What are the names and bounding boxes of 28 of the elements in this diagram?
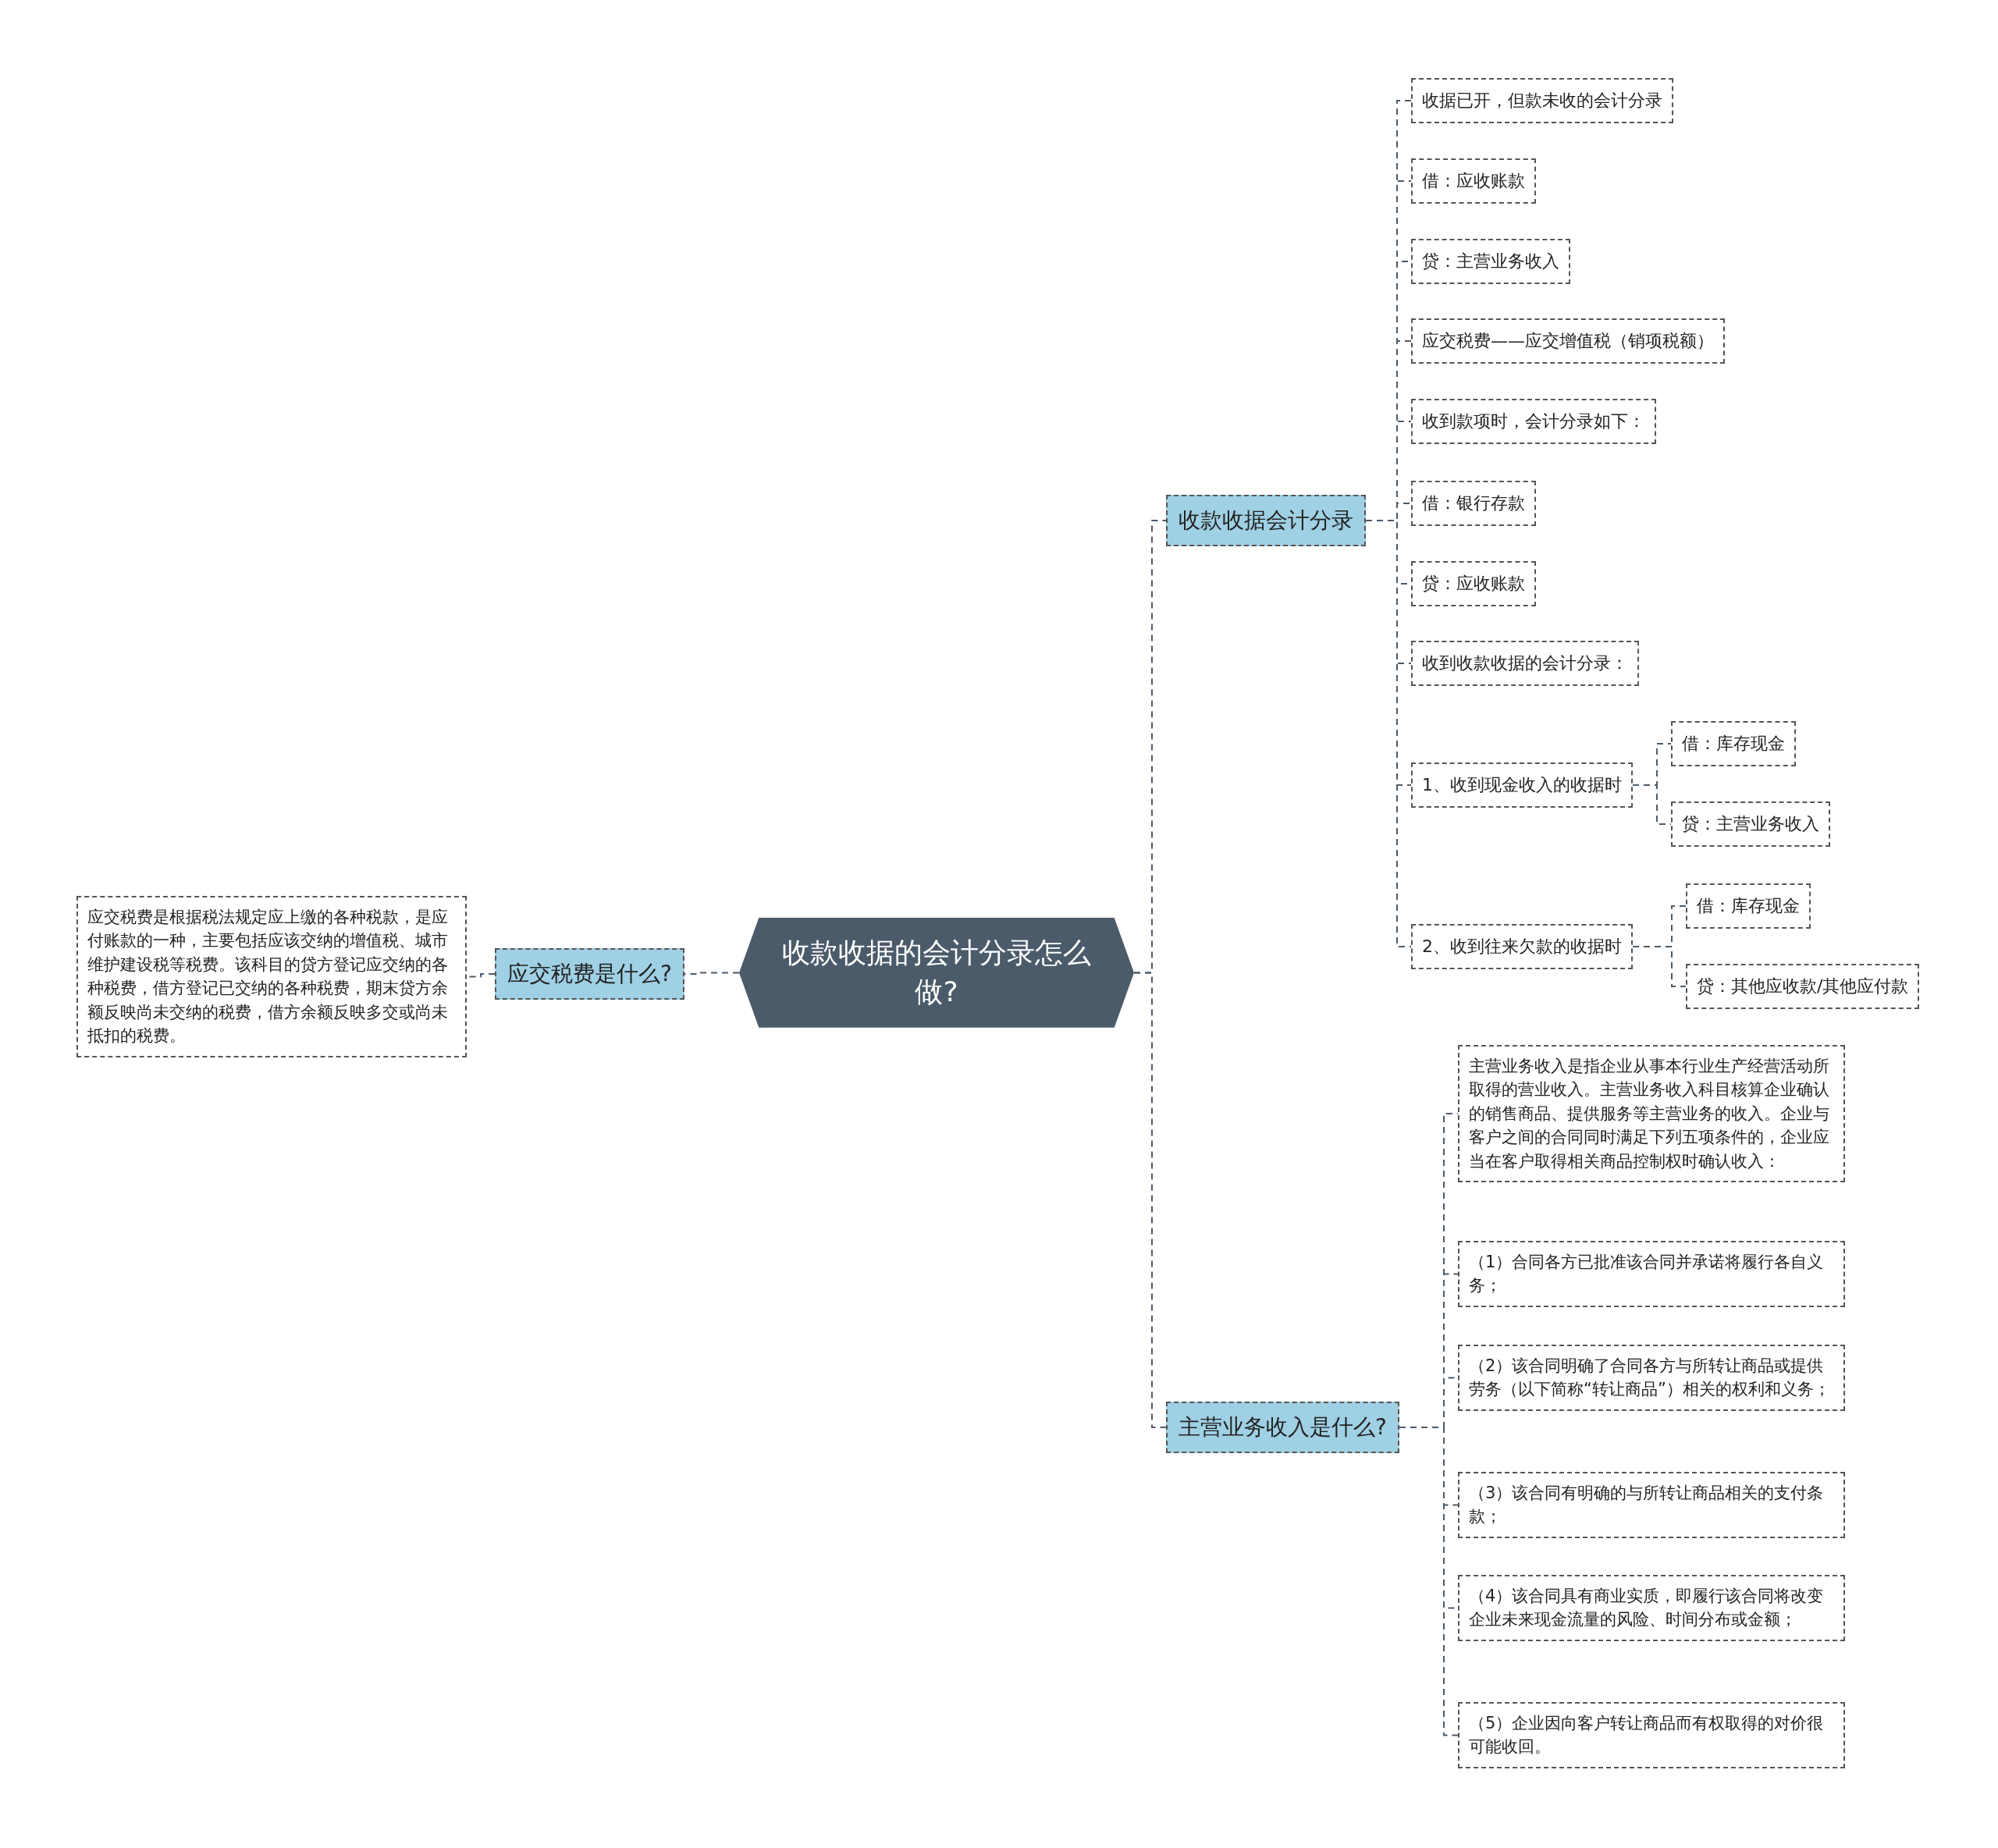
entry-box: 1、收到现金收入的收据时: [1411, 762, 1633, 808]
topic-box: 应交税费是什么?: [495, 948, 684, 1000]
entry-box: 贷：主营业务收入: [1411, 239, 1570, 284]
entry-box: 收到收款收据的会计分录：: [1411, 641, 1639, 686]
entry-box: 贷：其他应收款/其他应付款: [1686, 964, 1920, 1009]
entry-box: 贷：应收账款: [1411, 561, 1536, 606]
entry-box: 应交税费——应交增值税（销项税额）: [1411, 318, 1725, 364]
connector-line: [1133, 972, 1167, 1428]
entry-box: 贷：主营业务收入: [1671, 801, 1830, 847]
central-topic: 收款收据的会计分录怎么做?: [739, 918, 1134, 1028]
connector-line: [684, 972, 740, 975]
entry-box: 收到款项时，会计分录如下：: [1411, 399, 1656, 444]
entry-box: 2、收到往来欠款的收据时: [1411, 924, 1633, 969]
note-box: 主营业务收入是指企业从事本行业生产经营活动所取得的营业收入。主营业务收入科目核算企业确认的销售商品、提供服务等主营业务的收入。企业与客户之间的合同同时满足下列五项条件的，企业应当在客户取得相关商品控制权时确认收入：: [1458, 1045, 1845, 1183]
note-box: 应交税费是根据税法规定应上缴的各种税款，是应付账款的一种，主要包括应该交纳的增值税、城市维护建设税等税费。该科目的贷方登记应交纳的各种税费，借方登记已交纳的各种税费，期末贷方余额反映尚未交纳的税费，借方余额反映多交或尚未抵扣的税费。: [76, 896, 467, 1057]
note-box: （5）企业因向客户转让商品而有权取得的对价很可能收回。: [1458, 1702, 1845, 1768]
topic-box: 收款收据会计分录: [1166, 495, 1366, 546]
note-box: （3）该合同有明确的与所转让商品相关的支付条款；: [1458, 1472, 1845, 1538]
note-box: （2）该合同明确了合同各方与所转让商品或提供劳务（以下简称“转让商品”）相关的权利和义务；: [1458, 1345, 1845, 1411]
entry-box: 借：银行存款: [1411, 481, 1536, 526]
topic-box: 主营业务收入是什么?: [1166, 1402, 1399, 1453]
entry-box: 借：应收账款: [1411, 158, 1536, 204]
connector-line: [1632, 946, 1687, 987]
entry-box: 借：库存现金: [1686, 883, 1811, 929]
entry-box: 收据已开，但款未收的会计分录: [1411, 78, 1673, 123]
note-box: （1）合同各方已批准该合同并承诺将履行各自义务；: [1458, 1241, 1845, 1307]
entry-box: 借：库存现金: [1671, 721, 1796, 766]
note-box: （4）该合同具有商业实质，即履行该合同将改变企业未来现金流量的风险、时间分布或金额；: [1458, 1575, 1845, 1641]
